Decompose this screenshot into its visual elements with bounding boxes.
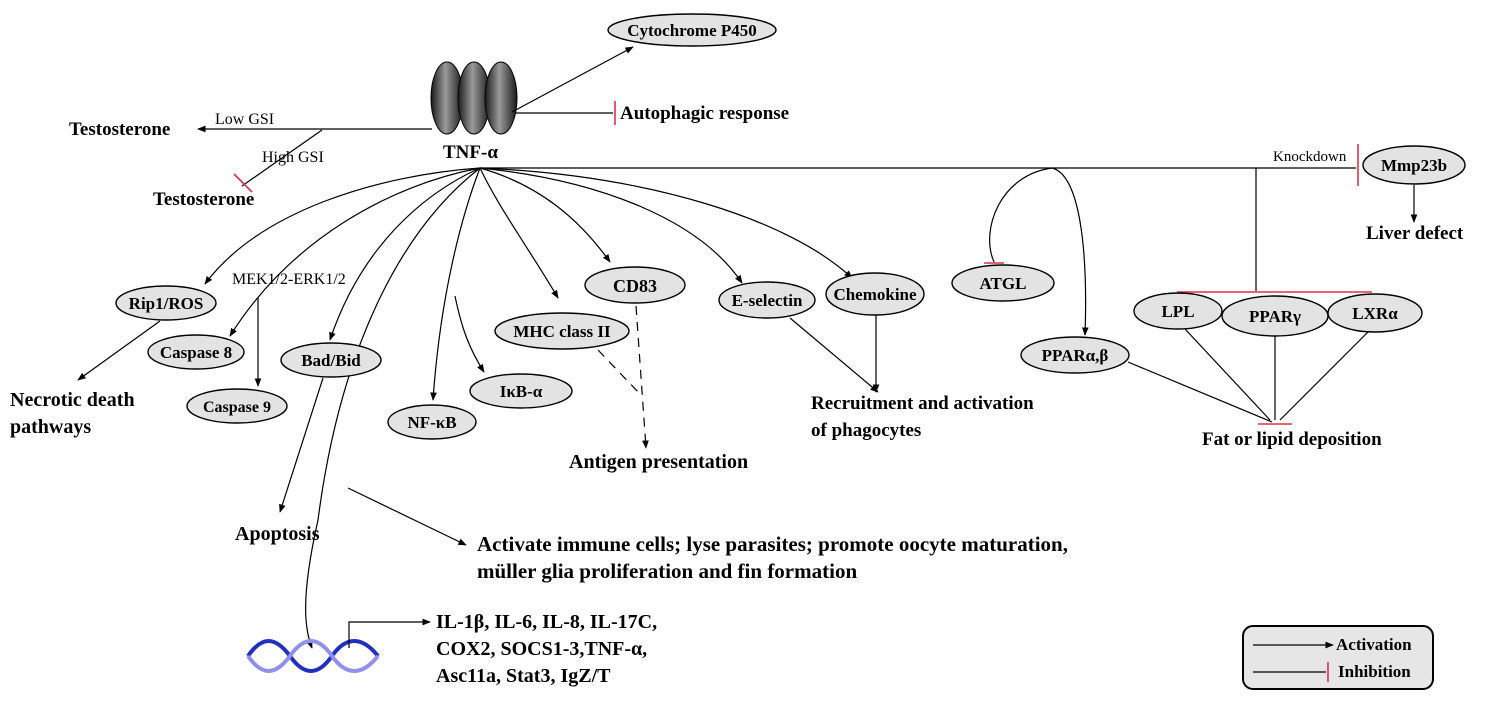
chemokine-node: Chemokine (825, 272, 925, 316)
genes-text-1: IL-1β, IL-6, IL-8, IL-17C, (436, 611, 657, 633)
genes-text-3: Asc11a, Stat3, IgZ/T (436, 665, 611, 687)
genes-text-2: COX2, SOCS1-3,TNF-α, (436, 638, 647, 660)
antigen-presentation-text: Antigen presentation (569, 451, 748, 473)
svg-text:LPL: LPL (1161, 302, 1194, 321)
svg-text:ATGL: ATGL (980, 274, 1027, 293)
svg-text:LXRα: LXRα (1352, 304, 1398, 323)
svg-text:Cytochrome P450: Cytochrome P450 (627, 21, 757, 40)
necrotic-text-2: pathways (10, 416, 91, 438)
svg-text:Bad/Bid: Bad/Bid (301, 351, 361, 370)
lxr-alpha-node: LXRα (1327, 293, 1423, 333)
svg-text:Caspase 8: Caspase 8 (160, 343, 232, 362)
svg-text:Caspase 9: Caspase 9 (203, 399, 271, 416)
rip1-ros-node: Rip1/ROS (115, 285, 217, 321)
e-selectin-node: E-selectin (718, 281, 816, 319)
tnf-alpha-label: TNF-α (443, 142, 498, 163)
svg-text:IκB-α: IκB-α (500, 382, 543, 401)
ppar-alpha-beta-node: PPARα,β (1020, 336, 1130, 374)
cytochrome-p450-node: Cytochrome P450 (607, 13, 777, 47)
recruitment-text-1: Recruitment and activation (811, 393, 1034, 414)
fat-deposition-text: Fat or lipid deposition (1202, 429, 1382, 450)
ppar-gamma-node: PPARγ (1221, 295, 1329, 337)
caspase-9-node: Caspase 9 (186, 388, 288, 424)
svg-text:Chemokine: Chemokine (833, 285, 917, 304)
mek-erk-label: MEK1/2-ERK1/2 (232, 271, 346, 288)
svg-text:CD83: CD83 (613, 276, 657, 296)
ikb-alpha-node: IκB-α (469, 373, 573, 409)
necrotic-text-1: Necrotic death (10, 389, 135, 411)
autophagic-response-text: Autophagic response (620, 103, 789, 124)
svg-text:PPARα,β: PPARα,β (1042, 346, 1109, 365)
mhc-class-ii-node: MHC class II (494, 312, 630, 350)
lpl-node: LPL (1133, 292, 1223, 330)
svg-text:Rip1/ROS: Rip1/ROS (129, 294, 204, 313)
activate-text-1: Activate immune cells; lyse parasites; p… (477, 532, 1068, 556)
caspase-8-node: Caspase 8 (147, 334, 245, 370)
apoptosis-text: Apoptosis (235, 523, 320, 545)
nf-kb-node: NF-κB (387, 404, 477, 440)
bad-bid-node: Bad/Bid (280, 342, 382, 378)
legend-activation-label: Activation (1336, 635, 1412, 654)
activate-text-2: müller glia proliferation and fin format… (477, 559, 857, 583)
svg-text:E-selectin: E-selectin (732, 291, 803, 310)
hub-arrows (204, 167, 853, 649)
svg-text:NF-κB: NF-κB (407, 413, 456, 432)
testosterone-top-text: Testosterone (69, 119, 170, 140)
svg-text:PPARγ: PPARγ (1249, 307, 1301, 326)
svg-text:MHC class II: MHC class II (513, 322, 611, 341)
high-gsi-label: High GSI (262, 149, 324, 166)
knockdown-label: Knockdown (1273, 149, 1347, 165)
atgl-node: ATGL (951, 264, 1055, 302)
cd83-node: CD83 (584, 266, 686, 304)
recruitment-text-2: of phagocytes (811, 420, 921, 441)
tnf-receptor-icon (430, 61, 518, 135)
legend-inhibition-label: Inhibition (1338, 662, 1411, 681)
mmp23b-node: Mmp23b (1362, 145, 1466, 185)
liver-defect-text: Liver defect (1366, 223, 1464, 244)
svg-text:Mmp23b: Mmp23b (1381, 156, 1447, 175)
dna-helix-icon (246, 639, 380, 673)
testosterone-bottom-text: Testosterone (153, 189, 254, 210)
legend: Activation Inhibition (1242, 625, 1434, 690)
low-gsi-label: Low GSI (215, 111, 274, 128)
